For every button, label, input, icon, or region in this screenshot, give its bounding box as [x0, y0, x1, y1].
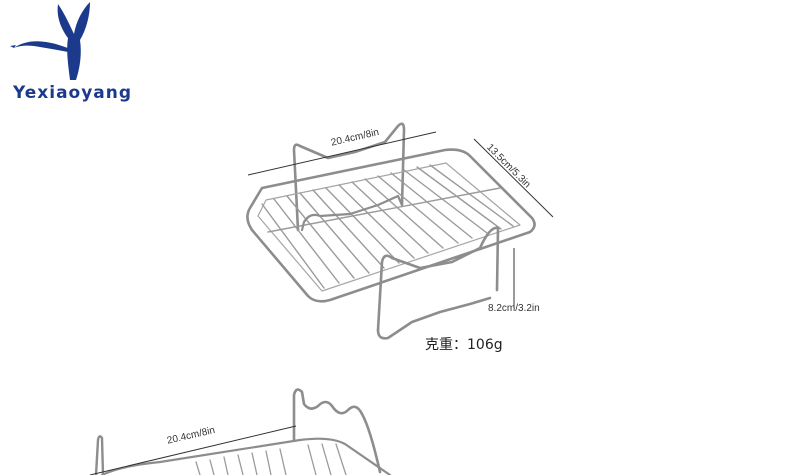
weight-label: 克重：106g [425, 337, 503, 353]
wire-rack-2 [94, 388, 392, 475]
brand-name: Yexiaoyang [13, 83, 133, 103]
wire-rack-1 [246, 122, 536, 340]
dimension-lines-1 [247, 131, 554, 308]
height-label-1: 8.2cm/3.2in [488, 303, 540, 314]
brand-logo [10, 2, 135, 107]
bird-logo-icon [10, 2, 90, 80]
dimension-lines-2 [89, 425, 297, 475]
